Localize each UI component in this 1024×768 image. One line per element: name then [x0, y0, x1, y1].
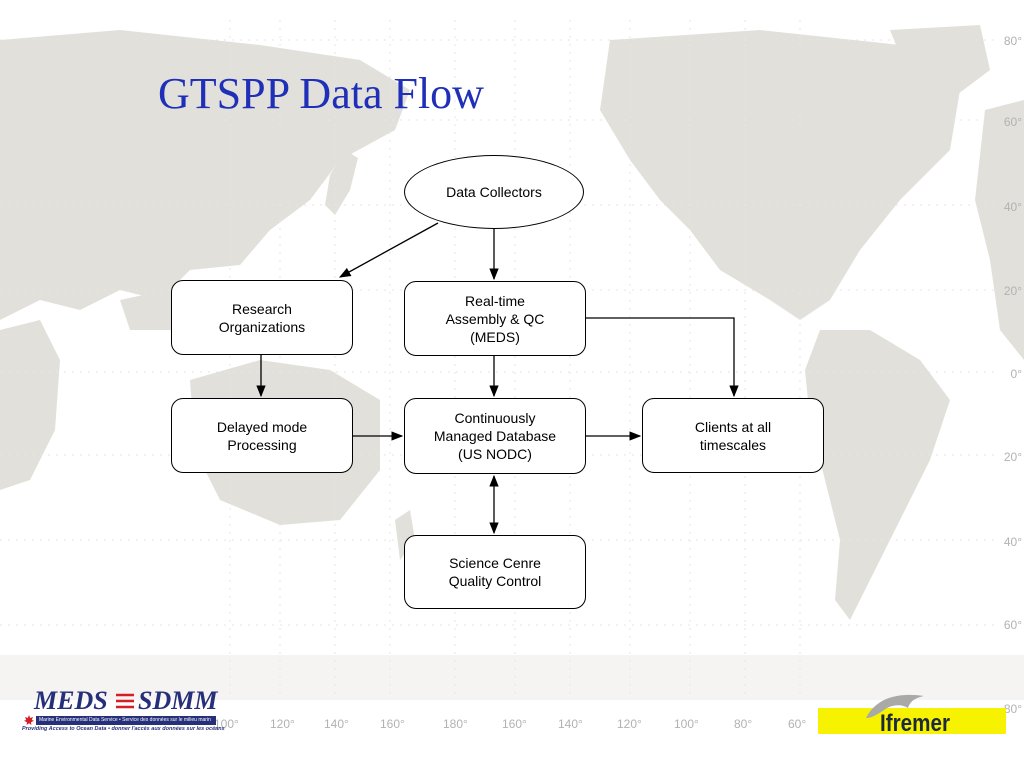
- node-label: Clients at all timescales: [694, 418, 772, 453]
- node-label: Science Cenre Quality Control: [448, 555, 542, 589]
- longitude-label: 120°: [617, 717, 642, 731]
- meds-sdmm-logo: MEDS SDMM Marine Environmental Data Serv…: [22, 686, 225, 736]
- longitude-label: 160°: [502, 717, 527, 731]
- longitude-label: 140°: [558, 717, 583, 731]
- longitude-label: 60°: [788, 717, 807, 731]
- meds-logo-tagline: Providing Access to Ocean Data • donner …: [22, 726, 225, 732]
- node-clients: Clients at all timescales: [642, 398, 824, 473]
- node-data-collectors: Data Collectors: [404, 155, 584, 229]
- meds-logo-text: MEDS: [34, 686, 108, 715]
- node-label: Delayed mode Processing: [216, 418, 308, 453]
- maple-leaf-icon: [24, 715, 34, 725]
- node-science-centre: Science Cenre Quality Control: [404, 535, 586, 609]
- latitude-label: 40°: [1003, 200, 1022, 214]
- longitude-label: 180°: [443, 717, 468, 731]
- longitude-label: 160°: [380, 717, 405, 731]
- longitude-label: 100°: [674, 717, 699, 731]
- dolphin-icon: [866, 694, 924, 718]
- node-label: Real-time Assembly & QC (MEDS): [445, 292, 545, 345]
- ifremer-logo-band: [818, 708, 1006, 734]
- node-label: Data Collectors: [446, 184, 542, 200]
- longitude-label: 80°: [734, 717, 753, 731]
- node-label: Research Organizations: [218, 300, 306, 335]
- latitude-label: 60°: [1003, 618, 1022, 632]
- latitude-label: 80°: [1003, 34, 1022, 48]
- sdmm-logo-text: SDMM: [138, 686, 218, 715]
- page-title: GTSPP Data Flow: [158, 69, 484, 118]
- node-realtime-assembly: Real-time Assembly & QC (MEDS): [404, 281, 586, 356]
- latitude-label: 40°: [1003, 535, 1022, 549]
- ifremer-logo-text: Ifremer: [880, 710, 950, 737]
- node-continuously-managed-database: Continuously Managed Database (US NODC): [404, 398, 586, 474]
- latitude-label: 20°: [1003, 450, 1022, 464]
- longitude-label: 120°: [270, 717, 295, 731]
- wave-icon: [116, 693, 134, 709]
- latitude-label: 20°: [1003, 284, 1022, 298]
- node-label: Continuously Managed Database (US NODC): [433, 410, 557, 462]
- node-research-organizations: Research Organizations: [171, 280, 353, 355]
- latitude-label: 80°: [1003, 702, 1022, 716]
- latitude-label: 0°: [1010, 367, 1022, 381]
- longitude-label: 140°: [324, 717, 349, 731]
- node-delayed-mode: Delayed mode Processing: [171, 398, 353, 473]
- meds-logo-band: Marine Environmental Data Service • Serv…: [36, 716, 216, 725]
- latitude-label: 60°: [1003, 115, 1022, 129]
- longitude-label: 100°: [214, 717, 239, 731]
